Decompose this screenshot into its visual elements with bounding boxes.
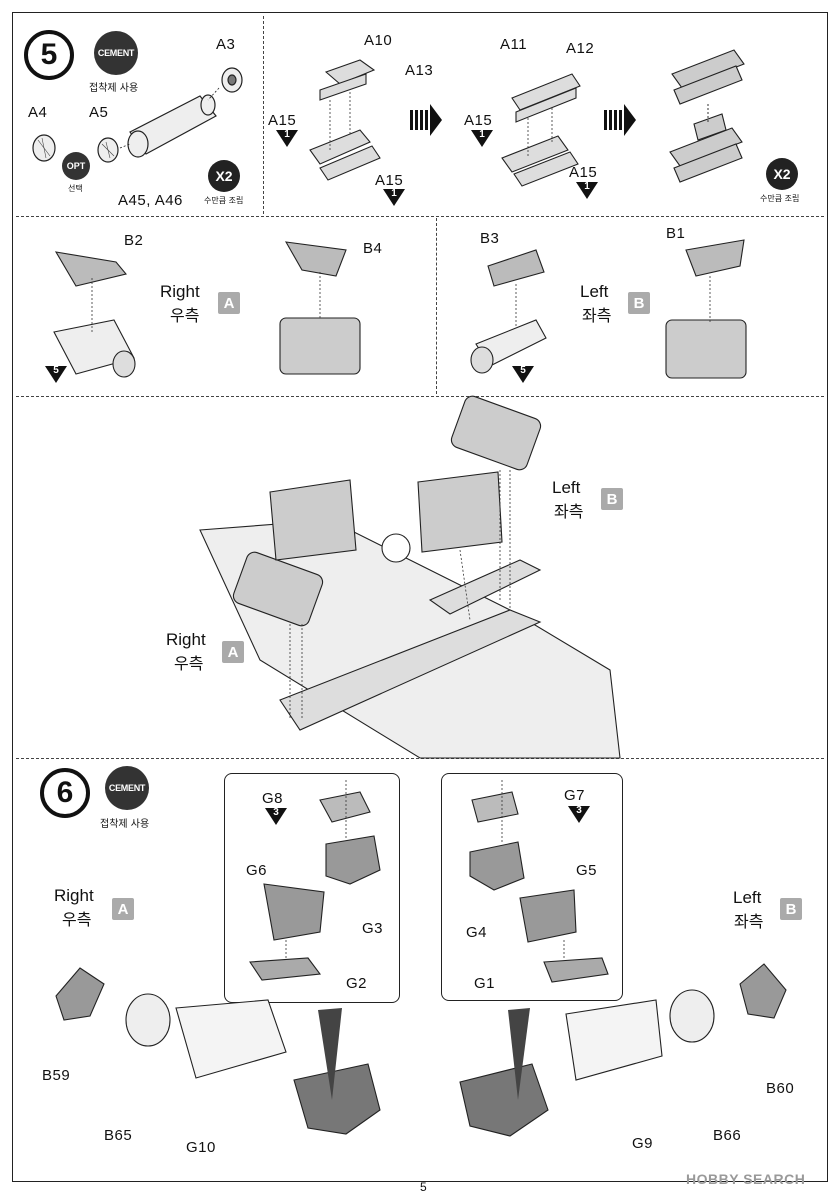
ref-triangle-2 [383,189,405,206]
x2-icon-1: X2 [208,160,240,192]
right-pod-drawing [53,241,361,378]
helicopter-wing-assembly-drawing [199,395,621,759]
cement-icon: CEMENT [94,31,138,75]
part-b1: B1 [666,225,686,242]
part-a15-bottom-2: A15 [569,164,598,181]
step6-right-ko: 우측 [62,910,92,929]
side-badge-a: A [218,292,240,314]
assembly-badge-a: A [222,641,244,663]
part-g6: G6 [246,862,268,879]
next-arrow-2 [604,104,636,136]
part-g3: G3 [362,920,384,937]
part-a13: A13 [405,62,434,79]
part-a15-left-2: A15 [464,112,493,129]
detail-panel-left [441,773,623,1001]
x2-note-1: 수만큼 조립 [204,196,244,205]
part-b60: B60 [766,1080,795,1097]
assembly-badge-b: B [601,488,623,510]
ref-triangle-1 [276,130,298,147]
part-a12: A12 [566,40,595,57]
step6-right-en: Right [54,886,94,905]
cement-note: 접착제 사용 [89,83,139,94]
assembly-right-ko: 우측 [174,654,204,673]
step6-left-en: Left [733,888,762,907]
side-right-en: Right [160,282,200,301]
assembly-right-en: Right [166,630,206,649]
step-6-number: 6 [40,768,90,818]
ref-triangle-step5-b [512,366,534,383]
launcher-assembly-drawing-1 [309,59,381,181]
part-b2: B2 [124,232,144,249]
step6-badge-b: B [780,898,802,920]
part-a4: A4 [28,104,48,121]
rocket-pod-tube-drawing [32,67,243,163]
ref-triangle-step5-b-number: 5 [520,365,526,376]
assembly-left-en: Left [552,478,581,497]
part-a5: A5 [89,104,109,121]
part-b66: B66 [713,1127,742,1144]
ref-triangle-g7 [568,806,590,823]
optional-note: 선택 [68,184,83,193]
part-g5: G5 [576,862,598,879]
side-badge-b: B [628,292,650,314]
part-a15-bottom: A15 [375,172,404,189]
left-vent-parts-drawing [469,780,609,983]
part-a3: A3 [216,36,236,53]
part-b65: B65 [104,1127,133,1144]
cement-icon-6: CEMENT [105,766,149,810]
launcher-assembly-drawing-2 [501,73,581,187]
ref-triangle-g8-number: 3 [273,807,279,818]
part-g1: G1 [474,975,496,992]
part-a11: A11 [500,36,528,53]
launcher-assembly-drawing-3 [669,49,745,183]
part-a10: A10 [364,32,393,49]
part-g9: G9 [632,1135,654,1152]
right-vent-parts-drawing [249,780,381,981]
divider-h1 [16,216,824,217]
part-g8: G8 [262,790,284,807]
page-number: 5 [420,1180,427,1194]
step6-badge-a: A [112,898,134,920]
assembly-left-ko: 좌측 [554,502,584,521]
divider-step5 [263,16,264,214]
ref-triangle-step5-a [45,366,67,383]
part-g10: G10 [186,1139,216,1156]
side-left-en: Left [580,282,609,301]
side-left-ko: 좌측 [582,306,612,325]
side-right-ko: 우측 [170,306,200,325]
next-arrow-1 [410,104,442,136]
part-g7: G7 [564,787,586,804]
part-b3: B3 [480,230,500,247]
page-frame [12,12,828,1182]
ref-triangle-1-number: 1 [284,129,290,140]
part-a15-left: A15 [268,112,297,129]
step6-left-ko: 좌측 [734,912,764,931]
ref-triangle-3-number: 1 [479,129,485,140]
ref-triangle-2-number: 1 [391,188,397,199]
ref-triangle-3 [471,130,493,147]
ref-triangle-g8 [265,808,287,825]
part-a45-a46: A45, A46 [118,192,183,209]
step-5-number: 5 [24,30,74,80]
left-exhaust-drawing [459,963,787,1137]
right-exhaust-drawing [55,967,381,1135]
ref-triangle-g7-number: 3 [576,805,582,816]
x2-icon-2: X2 [766,158,798,190]
watermark: HOBBY SEARCH [686,1171,806,1187]
left-pod-drawing [470,239,747,379]
part-b59: B59 [42,1067,71,1084]
part-g4: G4 [466,924,488,941]
part-g2: G2 [346,975,368,992]
ref-triangle-4-number: 1 [584,181,590,192]
cement-note-6: 접착제 사용 [100,819,150,830]
ref-triangle-4 [576,182,598,199]
x2-note-2: 수만큼 조립 [760,194,800,203]
ref-triangle-step5-a-number: 5 [53,365,59,376]
divider-pods [436,218,437,394]
part-b4: B4 [363,240,383,257]
optional-icon: OPT [62,152,90,180]
divider-h2 [16,396,824,397]
